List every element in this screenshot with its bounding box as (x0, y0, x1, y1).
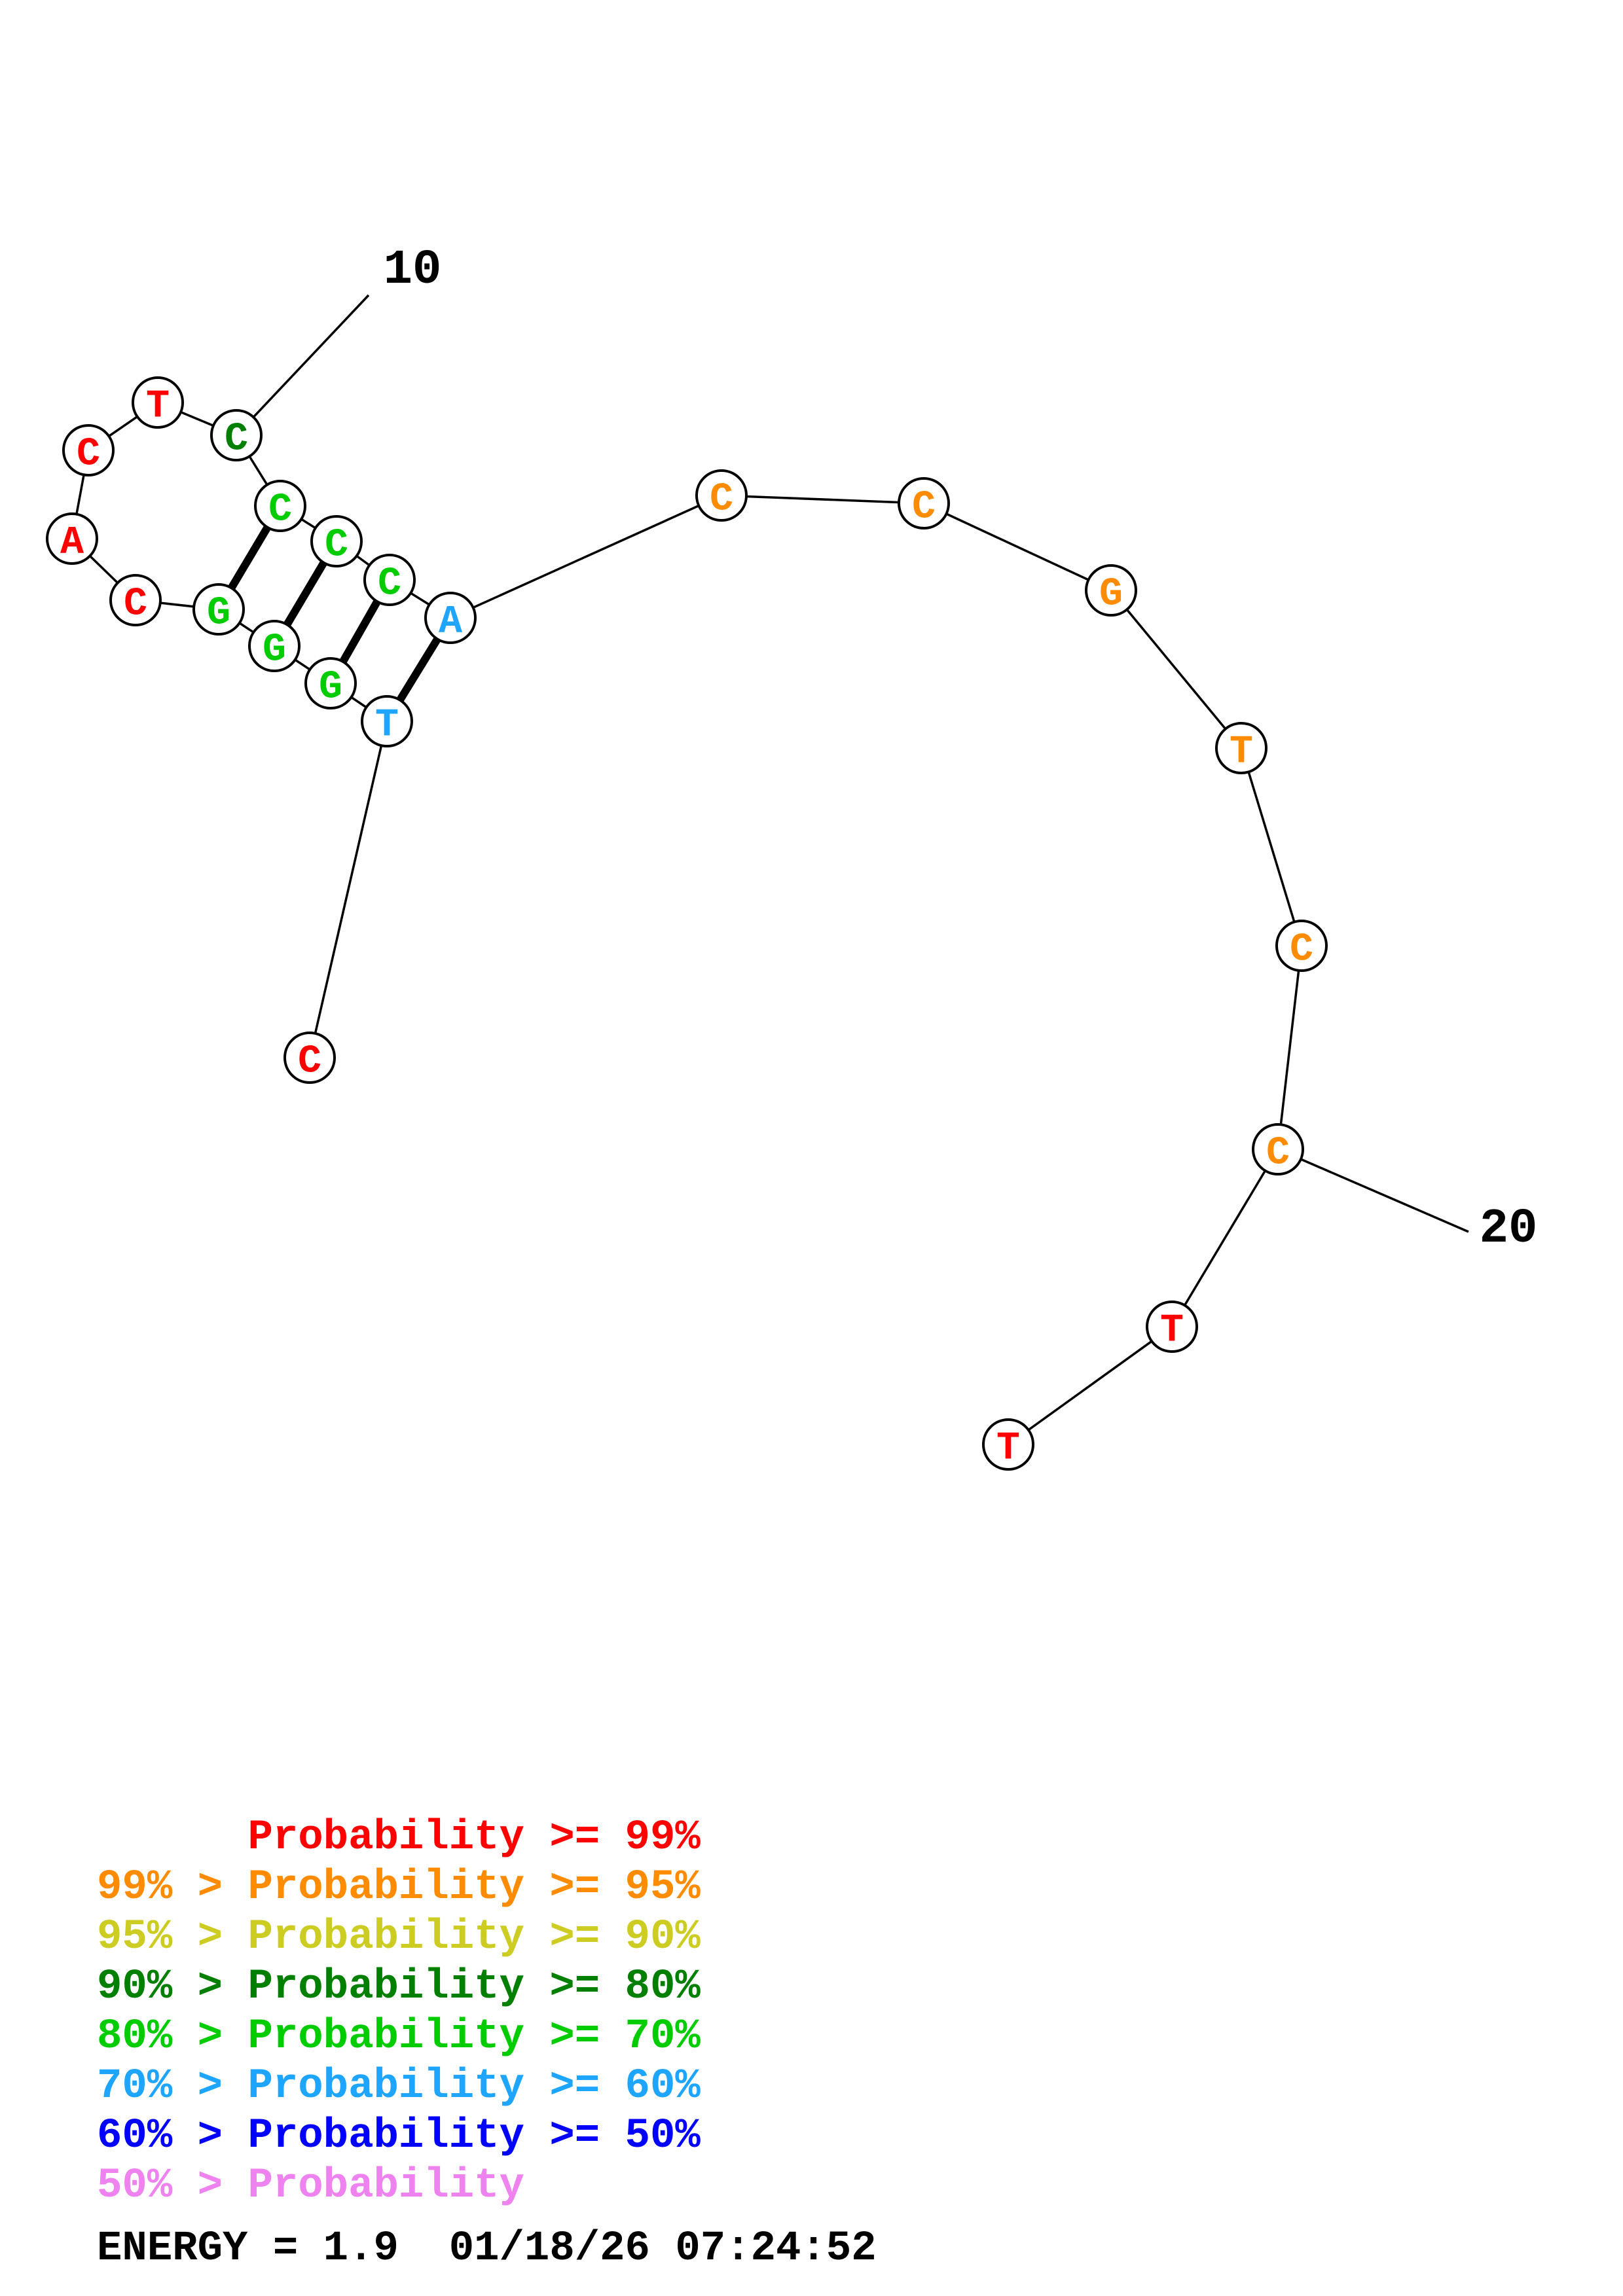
nucleotide-circle (1146, 1300, 1198, 1353)
nucleotide-circle (1252, 1123, 1304, 1175)
nucleotide-base: G (319, 666, 342, 710)
legend-item: 60% > Probability >= 50% (97, 2113, 701, 2160)
nucleotide-base: C (710, 478, 733, 522)
sequence-number-pointer-line (235, 294, 370, 437)
nucleotide-base: T (375, 704, 399, 748)
sequence-number-label: 20 (1480, 1202, 1538, 1257)
nucleotide-circle (424, 592, 477, 644)
nucleotide-circle (982, 1418, 1034, 1471)
sequence-number-pointer-line (1277, 1148, 1469, 1233)
nucleotide-circle (361, 695, 413, 747)
nucleotide-circle (254, 480, 306, 532)
nucleotide-circle (304, 657, 357, 709)
legend-item: 99% > Probability >= 95% (97, 1864, 701, 1911)
backbone-segment (1277, 945, 1303, 1150)
nucleotide-circle (1215, 722, 1267, 774)
nucleotide-circle (695, 469, 748, 522)
nucleotide-circle (46, 512, 98, 565)
nucleotide-base: C (77, 433, 100, 477)
nucleotide-circle (1275, 920, 1328, 972)
backbone-segment (923, 502, 1112, 592)
nucleotide-circle (132, 376, 184, 429)
nucleotide-base: C (225, 418, 248, 462)
nucleotide-base: C (1266, 1132, 1290, 1176)
nucleotide-base: C (912, 486, 936, 530)
nucleotide-circle (363, 554, 416, 606)
backbone-segment (721, 494, 924, 505)
nucleotide-base: G (263, 628, 286, 673)
legend-item: 70% > Probability >= 60% (97, 2063, 701, 2110)
nucleotide-base: C (1290, 928, 1313, 973)
nucleotide-circle (210, 409, 263, 461)
nucleotide-base: T (996, 1427, 1020, 1471)
probability-legend: Probability >= 99%99% > Probability >= 9… (97, 1813, 701, 2211)
legend-item: 90% > Probability >= 80% (97, 1964, 701, 2011)
nucleotide-circle (1085, 564, 1137, 617)
nucleotide-base: C (124, 583, 147, 627)
backbone-segment (1007, 1325, 1173, 1446)
nucleotide-base: T (146, 385, 170, 429)
backbone-segment (1171, 1149, 1279, 1327)
nucleotide-base: T (1230, 730, 1253, 775)
backbone-segment (1110, 589, 1243, 749)
sequence-number-label: 10 (384, 243, 442, 298)
backbone-segment (1240, 747, 1303, 946)
nucleotide-circle (62, 424, 115, 476)
nucleotide-circle (283, 1031, 336, 1084)
nucleotide-base: A (439, 600, 462, 645)
legend-item: Probability >= 99% (97, 1814, 701, 1861)
nucleotide-circle (109, 574, 162, 626)
nucleotide-base: C (378, 562, 401, 607)
nucleotide-circle (192, 583, 245, 636)
nucleotide-base: G (207, 592, 230, 636)
nucleotide-base: G (1099, 573, 1123, 617)
nucleotide-base: A (60, 521, 84, 565)
nucleotide-base: T (1160, 1309, 1184, 1354)
nucleotide-base: C (298, 1040, 321, 1085)
nucleotide-base: C (268, 488, 292, 533)
legend-item: 50% > Probability (97, 2162, 524, 2210)
nucleotide-circle (898, 477, 950, 529)
nucleotide-circle (310, 515, 363, 567)
backbone-segment (308, 721, 388, 1058)
nucleotide-circle (248, 620, 301, 672)
backbone-segment (450, 494, 722, 619)
legend-item: 80% > Probability >= 70% (97, 2013, 701, 2060)
nucleotide-base: C (325, 524, 348, 568)
energy-annotation: ENERGY = 1.9 01/18/26 07:24:52 (97, 2225, 877, 2272)
legend-item: 95% > Probability >= 90% (97, 1914, 701, 1961)
